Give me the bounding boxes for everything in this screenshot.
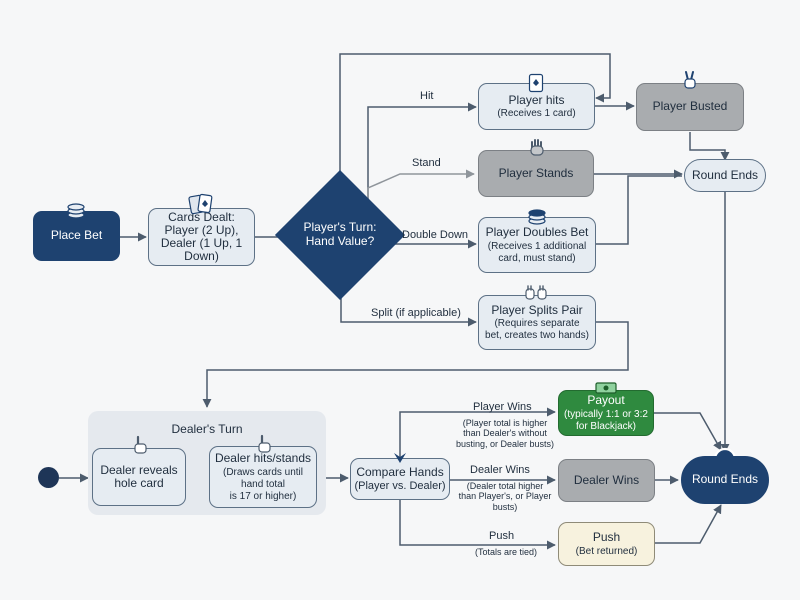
payout-sub-1: (typically 1:1 or 3:2	[564, 408, 648, 420]
cards-dealt-line-1: Cards Dealt:	[168, 209, 235, 224]
player-doubles-title: Player Doubles Bet	[485, 225, 589, 240]
edge-busted-to-end	[689, 132, 730, 161]
player-doubles-sub-1: (Receives 1 additional	[487, 240, 587, 252]
edge-label-split: Split (if applicable)	[371, 307, 461, 319]
chips-icon	[67, 203, 85, 219]
cards-dealt-line-3: Dealer (1 Up, 1 Down)	[160, 236, 243, 264]
card-icon	[528, 73, 544, 93]
peace-hand-icon	[684, 71, 696, 89]
round-ends-top-label: Round Ends	[691, 167, 759, 182]
push-sub: (Bet returned)	[575, 545, 638, 557]
player-busted-node[interactable]: Player Busted	[636, 83, 744, 131]
edge-hit-loop	[339, 53, 611, 190]
player-stands-label: Player Stands	[498, 165, 574, 180]
dealer-hits-title: Dealer hits/stands	[214, 451, 312, 466]
cards-dealt-node[interactable]: Cards Dealt: Player (2 Up), Dealer (1 Up…	[148, 208, 255, 266]
dealer-wins-note-2: than Player's, or Player	[458, 491, 552, 502]
dealers-turn-title: Dealer's Turn	[171, 422, 243, 436]
compare-hands-line-2: (Player vs. Dealer)	[354, 480, 446, 493]
player-splits-title: Player Splits Pair	[491, 302, 583, 317]
dealer-wins-label: Dealer Wins	[573, 472, 640, 487]
player-hits-sub: (Receives 1 card)	[497, 108, 576, 120]
split-hands-icon	[525, 285, 547, 300]
edge-label-hit: Hit	[420, 90, 434, 102]
edge-label-player-wins: Player Wins	[473, 401, 532, 413]
edge-compare-to-payout	[399, 407, 556, 458]
player-wins-note: (Player total is higher than Dealer's wi…	[445, 418, 565, 449]
cash-icon	[595, 382, 617, 394]
edge-label-dealer-wins: Dealer Wins	[470, 464, 530, 476]
push-title: Push	[592, 530, 621, 545]
dealer-reveals-line-1: Dealer reveals	[100, 462, 178, 477]
player-busted-label: Player Busted	[652, 99, 728, 114]
player-splits-sub-2: bet, creates two hands)	[485, 330, 589, 342]
edge-label-double-down: Double Down	[402, 229, 469, 241]
pointing-hand-icon	[134, 435, 147, 454]
edge-payout-to-end	[654, 412, 722, 451]
start-node	[38, 467, 59, 488]
compare-hands-line-1: Compare Hands	[356, 464, 444, 479]
player-splits-sub-1: (Requires separate	[494, 318, 580, 330]
dealer-hits-sub-2: hand total	[241, 478, 285, 490]
round-ends-top-node[interactable]: Round Ends	[684, 159, 766, 192]
player-wins-note-2: than Dealer's without	[463, 428, 547, 439]
push-note: (Totals are tied)	[474, 547, 538, 557]
player-doubles-sub-2: card, must stand)	[498, 252, 576, 264]
payout-sub-2: for Blackjack)	[575, 420, 636, 432]
player-wins-note-3: busting, or Dealer busts)	[455, 438, 555, 449]
player-hits-title: Player hits	[508, 92, 565, 107]
dealer-wins-note: (Dealer total higher than Player's, or P…	[448, 481, 562, 512]
round-ends-bottom-node[interactable]: Round Ends	[681, 456, 769, 504]
dealer-wins-note-3: busts)	[492, 501, 518, 512]
edge-splits-to-end	[202, 321, 629, 408]
cards-icon	[188, 193, 213, 215]
compare-hands-node[interactable]: Compare Hands (Player vs. Dealer)	[350, 458, 450, 500]
edge-doubles-to-end	[596, 175, 682, 245]
player-doubles-node[interactable]: Player Doubles Bet (Receives 1 additiona…	[478, 217, 596, 273]
round-ends-bottom-label: Round Ends	[691, 472, 759, 487]
dealer-wins-node[interactable]: Dealer Wins	[558, 459, 655, 502]
dealer-reveals-line-2: hole card	[114, 476, 164, 490]
dealer-hits-sub-1: (Draws cards until	[222, 466, 304, 478]
dealer-hits-node[interactable]: Dealer hits/stands (Draws cards until ha…	[209, 446, 317, 508]
pointing-hand-icon	[258, 434, 271, 453]
edge-push-to-end	[655, 504, 722, 544]
players-turn-label: Player's Turn: Hand Value?	[292, 220, 388, 249]
payout-node[interactable]: Payout (typically 1:1 or 3:2 for Blackja…	[558, 390, 654, 436]
edge-label-push: Push	[489, 530, 515, 542]
edge-hit	[367, 102, 477, 207]
dealer-wins-note-1: (Dealer total higher	[466, 481, 544, 491]
player-stands-node[interactable]: Player Stands	[478, 150, 594, 197]
edge-compare-to-push	[399, 500, 556, 550]
payout-title: Payout	[587, 393, 625, 408]
dealer-hits-sub-3: is 17 or higher)	[229, 490, 297, 502]
cards-dealt-line-2: Player (2 Up),	[164, 222, 239, 237]
place-bet-label: Place Bet	[50, 228, 103, 243]
dealer-reveals-node[interactable]: Dealer reveals hole card	[92, 448, 186, 506]
place-bet-node[interactable]: Place Bet	[33, 211, 120, 261]
players-turn-line-2: Hand Value?	[305, 233, 375, 248]
player-wins-note-1: (Player total is higher	[462, 418, 548, 428]
players-turn-line-1: Player's Turn:	[303, 220, 377, 234]
stop-hand-icon	[530, 139, 544, 156]
split-arrow-icon	[394, 453, 406, 463]
push-node[interactable]: Push (Bet returned)	[558, 522, 655, 566]
edge-label-stand: Stand	[412, 157, 441, 169]
chip-stack-icon	[528, 209, 546, 225]
player-splits-node[interactable]: Player Splits Pair (Requires separate be…	[478, 295, 596, 350]
edge-stand	[367, 169, 475, 212]
